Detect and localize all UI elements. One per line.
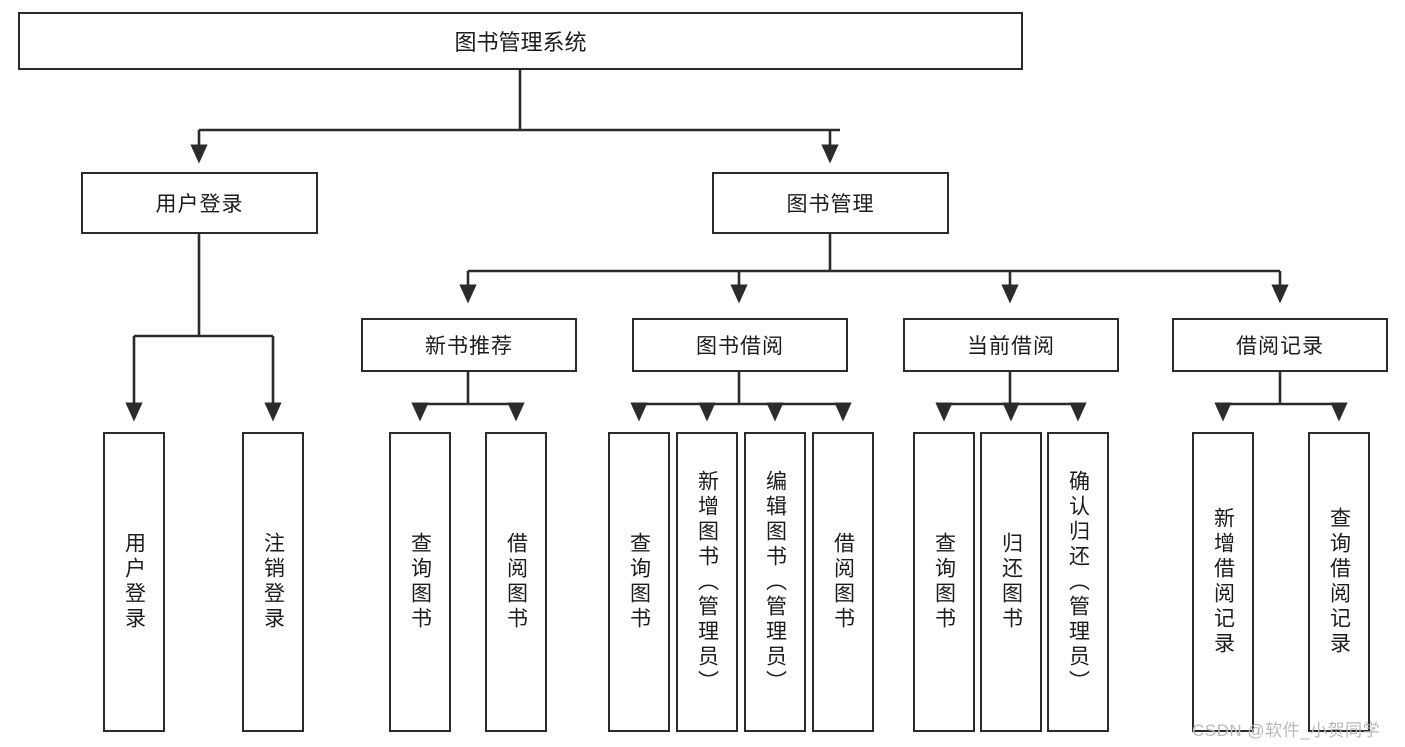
- node-book-borrow[interactable]: 图书借阅: [632, 318, 848, 372]
- node-new-book-recommend[interactable]: 新书推荐: [361, 318, 577, 372]
- leaf-query-record-label: 查询借阅记录: [1327, 507, 1351, 657]
- node-user-login-label: 用户登录: [155, 193, 244, 216]
- leaf-query-book-1-label: 查询图书: [408, 532, 432, 632]
- leaf-borrow-book-1-label: 借阅图书: [504, 532, 528, 632]
- leaf-edit-book[interactable]: 编辑图书（管理员）: [744, 432, 806, 732]
- leaf-query-book-1[interactable]: 查询图书: [389, 432, 451, 732]
- watermark-text: CSDN @软件_小贺同学: [1192, 721, 1381, 740]
- leaf-user-login[interactable]: 用户登录: [103, 432, 165, 732]
- leaf-add-record[interactable]: 新增借阅记录: [1192, 432, 1254, 732]
- leaf-borrow-book-1[interactable]: 借阅图书: [485, 432, 547, 732]
- node-book-management-label: 图书管理: [786, 193, 875, 216]
- node-user-login[interactable]: 用户登录: [81, 172, 318, 234]
- leaf-query-book-2-label: 查询图书: [627, 532, 651, 632]
- leaf-user-login-label: 用户登录: [122, 532, 146, 632]
- node-new-book-recommend-label: 新书推荐: [425, 335, 513, 358]
- node-current-borrow-label: 当前借阅: [967, 335, 1055, 358]
- leaf-confirm-return-label: 确认归还（管理员）: [1066, 469, 1090, 695]
- leaf-return-book-label: 归还图书: [999, 532, 1023, 632]
- node-book-borrow-label: 图书借阅: [696, 335, 784, 358]
- leaf-user-logout[interactable]: 注销登录: [242, 432, 304, 732]
- node-borrow-record-label: 借阅记录: [1236, 335, 1324, 358]
- leaf-query-book-2[interactable]: 查询图书: [608, 432, 670, 732]
- leaf-confirm-return[interactable]: 确认归还（管理员）: [1047, 432, 1109, 732]
- leaf-user-logout-label: 注销登录: [261, 532, 285, 632]
- leaf-add-record-label: 新增借阅记录: [1211, 507, 1235, 657]
- node-book-management[interactable]: 图书管理: [712, 172, 949, 234]
- leaf-query-book-3-label: 查询图书: [932, 532, 956, 632]
- node-root[interactable]: 图书管理系统: [18, 12, 1023, 70]
- leaf-edit-book-label: 编辑图书（管理员）: [763, 469, 787, 695]
- node-root-label: 图书管理系统: [454, 30, 587, 55]
- leaf-add-book[interactable]: 新增图书（管理员）: [676, 432, 738, 732]
- leaf-borrow-book-2[interactable]: 借阅图书: [812, 432, 874, 732]
- leaf-query-book-3[interactable]: 查询图书: [913, 432, 975, 732]
- node-current-borrow[interactable]: 当前借阅: [903, 318, 1119, 372]
- leaf-add-book-label: 新增图书（管理员）: [695, 469, 719, 695]
- leaf-borrow-book-2-label: 借阅图书: [831, 532, 855, 632]
- node-borrow-record[interactable]: 借阅记录: [1172, 318, 1388, 372]
- leaf-return-book[interactable]: 归还图书: [980, 432, 1042, 732]
- leaf-query-record[interactable]: 查询借阅记录: [1308, 432, 1370, 732]
